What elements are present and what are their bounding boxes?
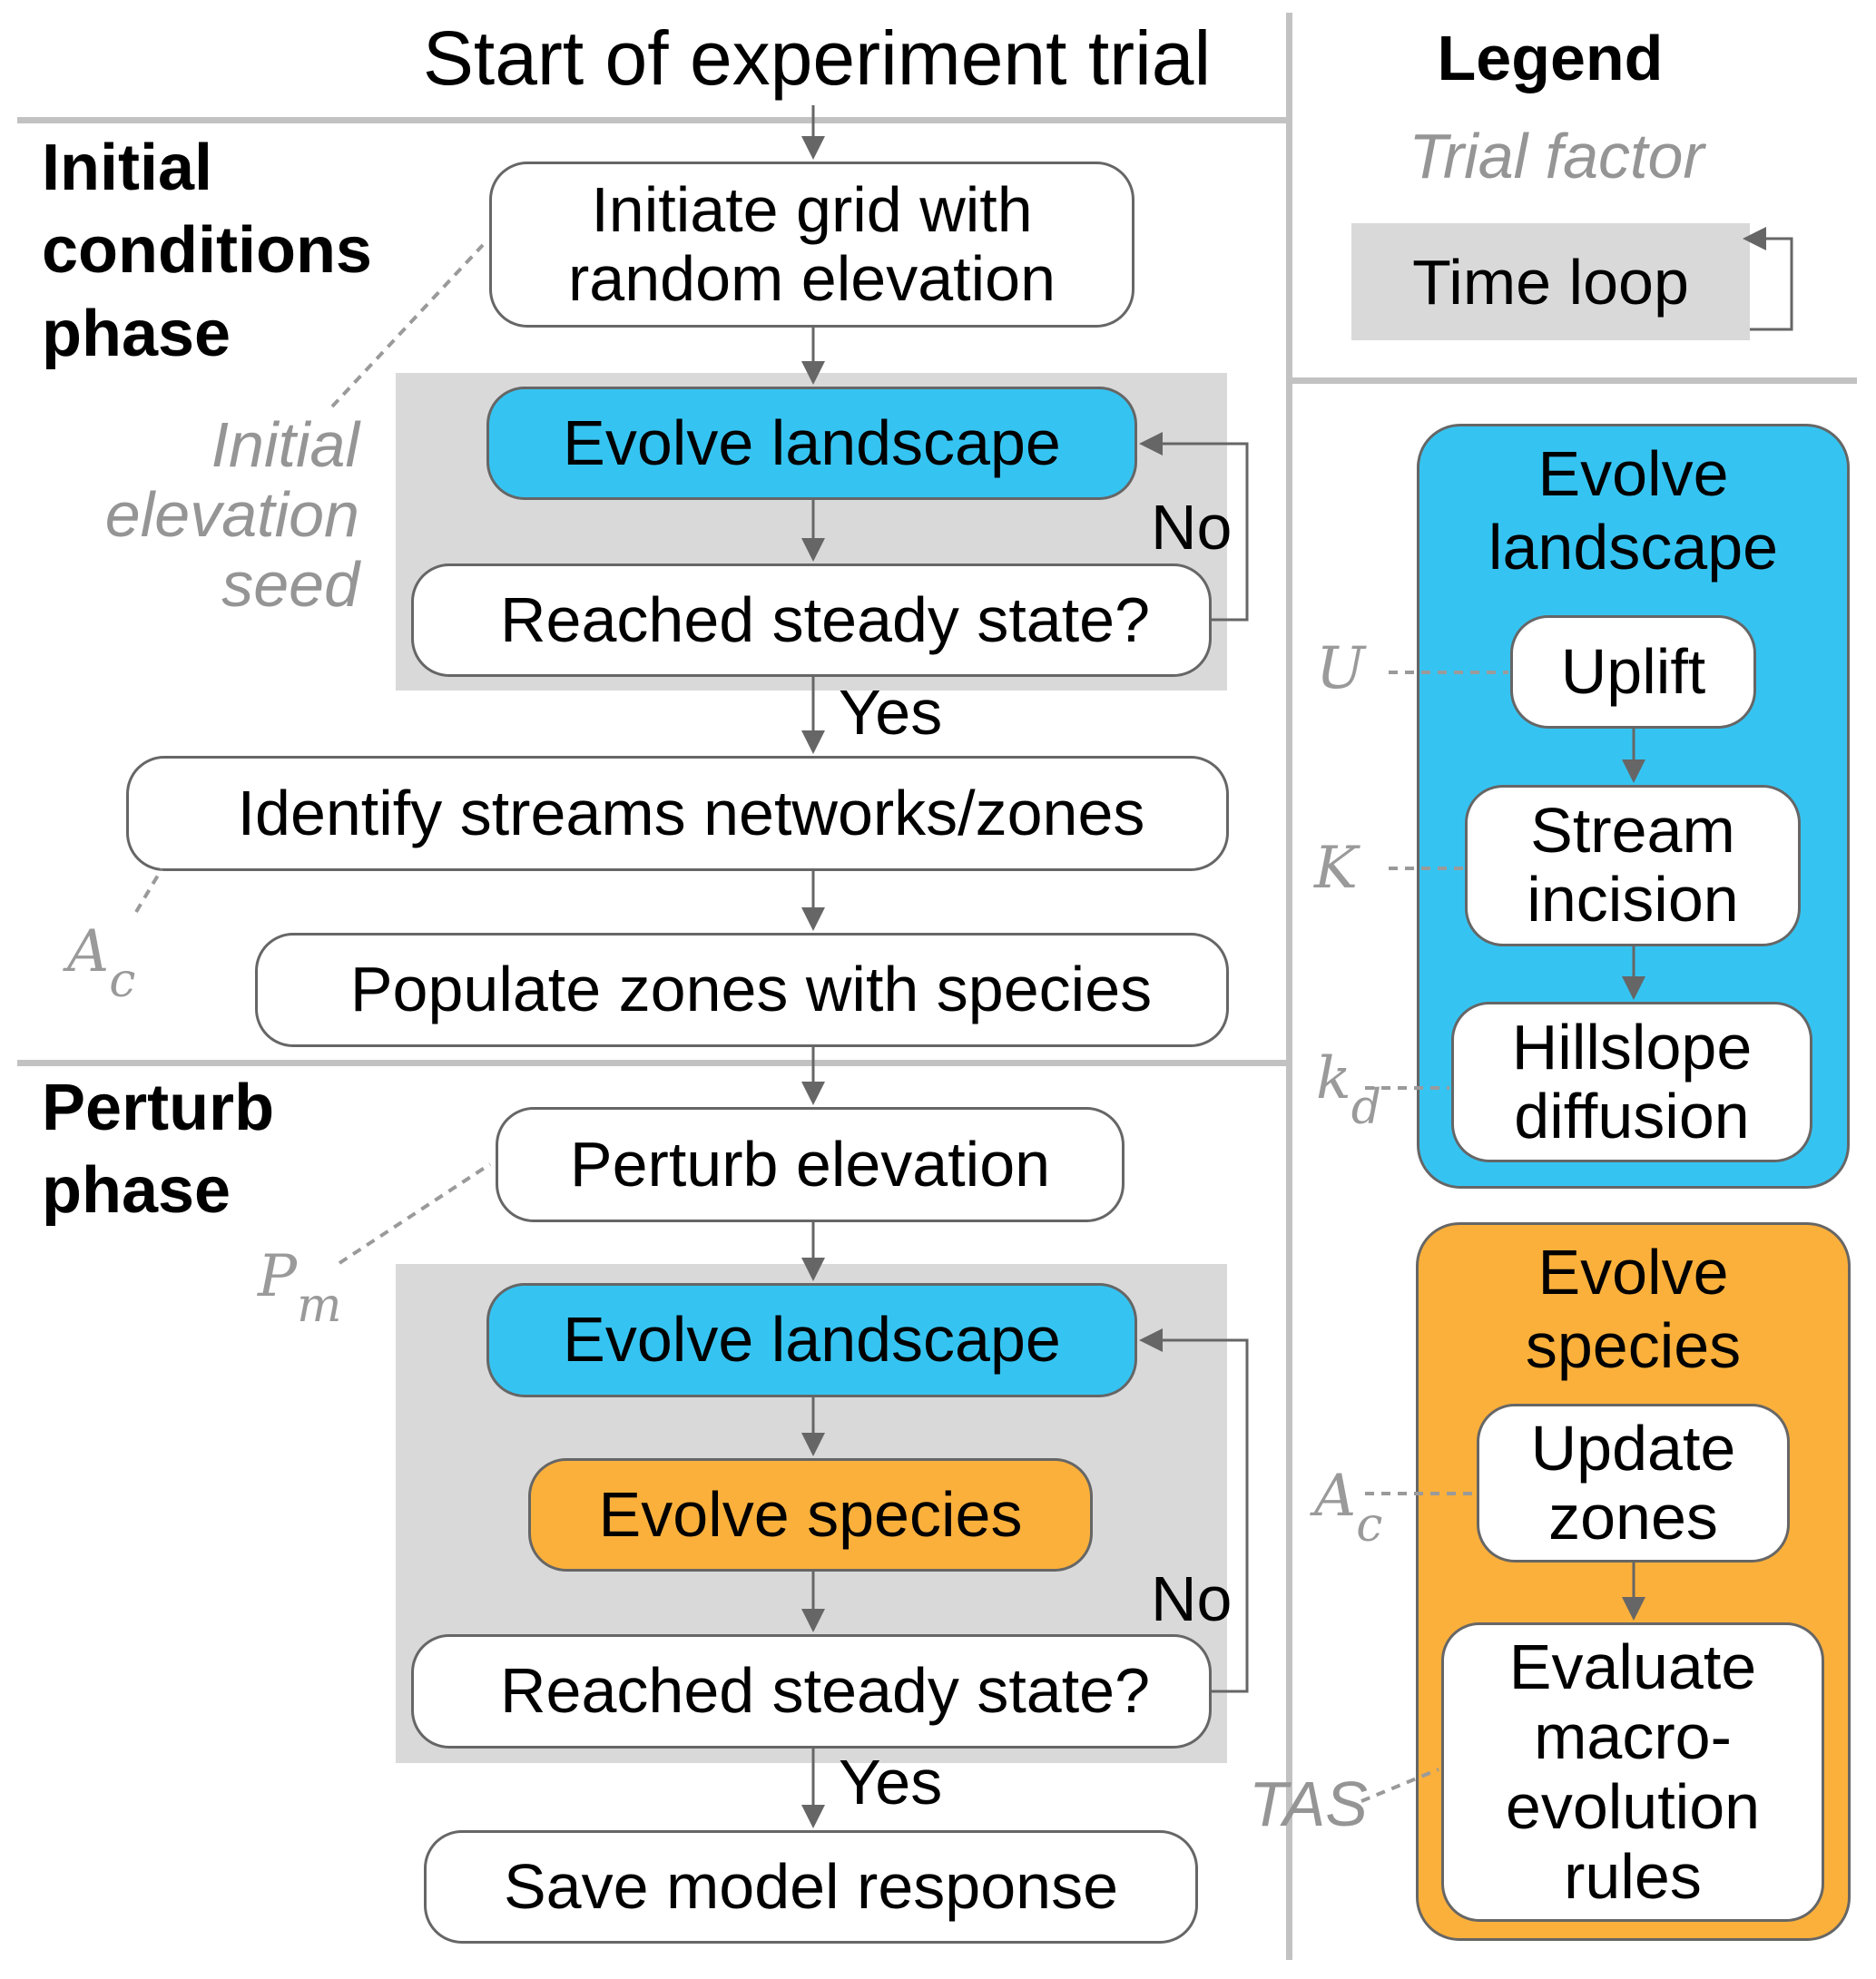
initiate-grid-step: Initiate grid with random elevation — [489, 162, 1134, 328]
pm-factor: Pm — [258, 1243, 342, 1333]
update-zones-step: Update zones — [1477, 1404, 1790, 1563]
initial-elevation-seed-factor: Initial elevation seed — [104, 409, 359, 620]
vertical-divider — [1286, 13, 1292, 1960]
no-label-2: No — [1151, 1563, 1233, 1634]
link-pm-perturb — [338, 1162, 492, 1265]
no-label-1: No — [1151, 492, 1233, 563]
initial-phase-heading: Initial conditions phase — [42, 132, 372, 370]
evolve-landscape-step-2: Evolve landscape — [486, 1283, 1137, 1397]
legend-trial-factor: Trial factor — [1409, 121, 1704, 191]
legend-title: Legend — [1437, 23, 1664, 93]
divider-title — [17, 117, 1286, 123]
arrow-title-to-initiate-head — [801, 136, 825, 160]
evolve-species-group-title: Evolve species — [1525, 1237, 1742, 1381]
hillslope-diffusion-step: Hillslope diffusion — [1451, 1002, 1812, 1162]
yes-label-2: Yes — [839, 1747, 943, 1817]
legend-time-loop-label: Time loop — [1412, 246, 1689, 318]
ac-factor-initial: Ac — [67, 918, 136, 1008]
perturb-elevation-step: Perturb elevation — [496, 1107, 1125, 1222]
steady-state-decision-1: Reached steady state? — [411, 563, 1212, 677]
populate-zones-step: Populate zones with species — [255, 933, 1229, 1047]
u-factor: U — [1316, 635, 1365, 702]
divider-phases — [17, 1060, 1286, 1066]
evaluate-macroevolution-step: Evaluate macro- evolution rules — [1441, 1622, 1824, 1922]
legend-loop-line — [1750, 237, 1793, 331]
kd-factor: kd — [1316, 1045, 1382, 1135]
k-factor: K — [1314, 835, 1358, 902]
arrow-identify-to-populate-head — [801, 907, 825, 931]
divider-legend — [1292, 377, 1857, 384]
link-ac-identify — [134, 867, 163, 914]
arrow-steady-to-save-head — [801, 1805, 825, 1828]
arrow-steady-to-identify-head — [801, 730, 825, 754]
evolve-landscape-group-title: Evolve landscape — [1488, 438, 1779, 583]
yes-label-1: Yes — [839, 677, 943, 748]
identify-streams-step: Identify streams networks/zones — [126, 756, 1229, 871]
ac-factor-species: Ac — [1314, 1463, 1383, 1553]
tas-factor: TAS — [1249, 1768, 1368, 1839]
evolve-species-step: Evolve species — [528, 1458, 1093, 1572]
legend-time-loop: Time loop — [1351, 223, 1750, 340]
perturb-phase-heading: Perturb phase — [42, 1072, 275, 1228]
page-title: Start of experiment trial — [422, 15, 1212, 101]
save-model-response-step: Save model response — [424, 1830, 1198, 1944]
stream-incision-step: Stream incision — [1465, 785, 1801, 946]
arrow-populate-to-perturb-head — [801, 1082, 825, 1105]
steady-state-decision-2: Reached steady state? — [411, 1634, 1212, 1749]
evolve-landscape-step-1: Evolve landscape — [486, 387, 1137, 500]
uplift-step: Uplift — [1510, 615, 1756, 729]
